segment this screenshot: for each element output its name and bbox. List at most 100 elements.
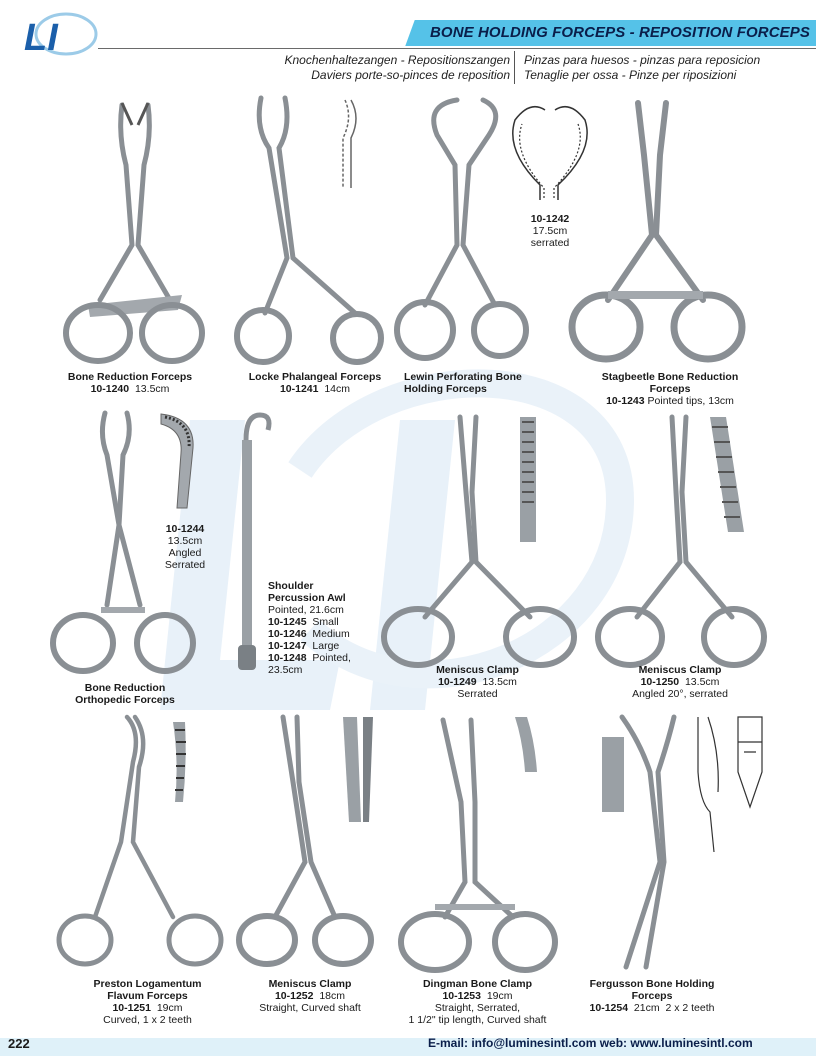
note-1250: Angled 20°, serrated xyxy=(632,688,728,700)
desc-1241: 14cm xyxy=(324,383,351,395)
code-1243: 10-1243 xyxy=(606,395,645,407)
name-1241: Locke Phalangeal Forceps xyxy=(248,371,382,383)
note1-1244: Angled xyxy=(168,547,202,559)
code-1253: 10-1253 xyxy=(442,990,481,1002)
code-1248: 10-1248 xyxy=(268,652,307,664)
name-1252: Meniscus Clamp xyxy=(268,978,352,990)
size-1242: 17.5cm xyxy=(532,225,568,237)
caption-1241: Locke Phalangeal Forceps 10-1241 14cm xyxy=(230,371,400,395)
name-1253: Dingman Bone Clamp xyxy=(422,978,533,990)
header-divider xyxy=(98,48,816,49)
size-1249: 13.5cm xyxy=(482,676,517,688)
page-number: 222 xyxy=(8,1036,30,1051)
footer-contact: E-mail: info@luminesintl.com web: www.lu… xyxy=(428,1036,753,1050)
size-1244: 13.5cm xyxy=(167,535,203,547)
code-1241: 10-1241 xyxy=(279,383,319,395)
note-1249: Serrated xyxy=(457,688,498,700)
desc-1247: Large xyxy=(312,640,340,652)
caption-1254: Fergusson Bone Holding Forceps 10-1254 2… xyxy=(572,978,732,1014)
size-1250: 13.5cm xyxy=(684,676,720,688)
code-1249: 10-1249 xyxy=(438,676,477,688)
subtitle-german: Knochenhaltezangen - Repositionszangen xyxy=(284,53,511,67)
desc-1240: 13.5cm xyxy=(134,383,170,395)
note-1254: 2 x 2 teeth xyxy=(665,1002,715,1014)
desc-1243: Pointed tips, 13cm xyxy=(647,395,734,407)
name1-bro: Bone Reduction xyxy=(84,682,166,694)
note-1242: serrated xyxy=(530,237,570,249)
name2-lewin: Holding Forceps xyxy=(404,383,487,395)
locke-phalangeal-forceps-image xyxy=(234,95,384,365)
meniscus-clamp-1249-image xyxy=(381,414,577,668)
size-1248: 23.5cm xyxy=(268,664,303,676)
name-1249: Meniscus Clamp xyxy=(436,664,519,676)
code-1244: 10-1244 xyxy=(165,523,205,535)
code-1251: 10-1251 xyxy=(112,1002,151,1014)
header-vertical-divider xyxy=(514,51,515,84)
caption-awl: Shoulder Percussion Awl Pointed, 21.6cm … xyxy=(268,580,351,676)
name1-awl: Shoulder xyxy=(268,580,314,592)
note2-1253: 1 1/2" tip length, Curved shaft xyxy=(408,1014,547,1026)
name1-lewin: Lewin Perforating Bone xyxy=(404,371,522,383)
meniscus-clamp-1250-image xyxy=(595,414,767,668)
size-1253: 19cm xyxy=(486,990,513,1002)
meniscus-clamp-1252-image xyxy=(236,714,374,967)
caption-1243: Stagbeetle Bone Reduction Forceps 10-124… xyxy=(580,371,760,407)
code-1247: 10-1247 xyxy=(268,640,307,652)
dingman-bone-clamp-image xyxy=(398,717,558,973)
preston-forceps-image xyxy=(56,714,224,967)
name-1250: Meniscus Clamp xyxy=(638,664,722,676)
bone-reduction-orthopedic-forceps-image xyxy=(50,410,196,674)
code-1252: 10-1252 xyxy=(274,990,314,1002)
name2-awl: Percussion Awl xyxy=(268,592,346,604)
company-logo: LI xyxy=(24,12,98,58)
shoulder-percussion-awl-image xyxy=(238,412,272,670)
desc-1245: Small xyxy=(312,616,339,628)
note2-1244: Serrated xyxy=(164,559,206,571)
stagbeetle-forceps-image xyxy=(568,100,746,363)
name-1240: Bone Reduction Forceps xyxy=(67,371,193,383)
caption-lewin: Lewin Perforating Bone Holding Forceps xyxy=(404,371,522,395)
name2-1251: Flavum Forceps xyxy=(107,990,188,1002)
name1-1254: Fergusson Bone Holding xyxy=(589,978,715,990)
background-watermark xyxy=(160,369,635,710)
caption-1244: 10-1244 13.5cm Angled Serrated xyxy=(150,523,220,571)
footer-bar xyxy=(0,1038,816,1056)
size-1254: 21cm xyxy=(633,1002,660,1014)
subtitle-spanish: Pinzas para huesos - pinzas para reposic… xyxy=(524,53,761,67)
name1-1251: Preston Logamentum xyxy=(93,978,202,990)
caption-1240: Bone Reduction Forceps 10-1240 13.5cm xyxy=(50,371,210,395)
caption-1251: Preston Logamentum Flavum Forceps 10-125… xyxy=(60,978,235,1026)
note-1252: Straight, Curved shaft xyxy=(259,1002,361,1014)
size-1252: 18cm xyxy=(319,990,346,1002)
code-1246: 10-1246 xyxy=(268,628,307,640)
caption-1252: Meniscus Clamp 10-1252 18cm Straight, Cu… xyxy=(235,978,385,1014)
note1-1253: Straight, Serrated, xyxy=(434,1002,521,1014)
desc-awl: Pointed, 21.6cm xyxy=(268,604,344,616)
note-1251: Curved, 1 x 2 teeth xyxy=(103,1014,192,1026)
title-banner xyxy=(418,20,816,46)
code-1250: 10-1250 xyxy=(640,676,680,688)
code-1254: 10-1254 xyxy=(589,1002,629,1014)
name2-1254: Forceps xyxy=(631,990,673,1002)
subtitle-french: Daviers porte-so-pinces de reposition xyxy=(311,68,510,82)
angled-jaw-detail-image xyxy=(160,413,194,509)
caption-1250: Meniscus Clamp 10-1250 13.5cm Angled 20°… xyxy=(600,664,760,700)
lewin-perforating-forceps-image xyxy=(394,97,529,361)
subtitle-italian: Tenaglie per ossa - Pinze per riposizion… xyxy=(524,68,737,82)
name2-1243: Forceps xyxy=(649,383,691,395)
page-title: BONE HOLDING FORCEPS - REPOSITION FORCEP… xyxy=(430,24,810,41)
code-1242: 10-1242 xyxy=(530,213,570,225)
caption-1242: 10-1242 17.5cm serrated xyxy=(500,213,600,249)
caption-1253: Dingman Bone Clamp 10-1253 19cm Straight… xyxy=(395,978,560,1026)
caption-bone-reduction-orthopedic: Bone Reduction Orthopedic Forceps xyxy=(45,682,205,706)
bone-reduction-forceps-image xyxy=(63,102,205,364)
code-1240: 10-1240 xyxy=(90,383,130,395)
name1-1243: Stagbeetle Bone Reduction xyxy=(601,371,739,383)
code-1245: 10-1245 xyxy=(268,616,307,628)
name2-bro: Orthopedic Forceps xyxy=(75,694,175,706)
caption-1249: Meniscus Clamp 10-1249 13.5cm Serrated xyxy=(400,664,555,700)
fergusson-forceps-image xyxy=(602,714,763,970)
size-1251: 19cm xyxy=(156,1002,183,1014)
desc-1246: Medium xyxy=(312,628,350,640)
svg-text:LI: LI xyxy=(24,17,59,58)
